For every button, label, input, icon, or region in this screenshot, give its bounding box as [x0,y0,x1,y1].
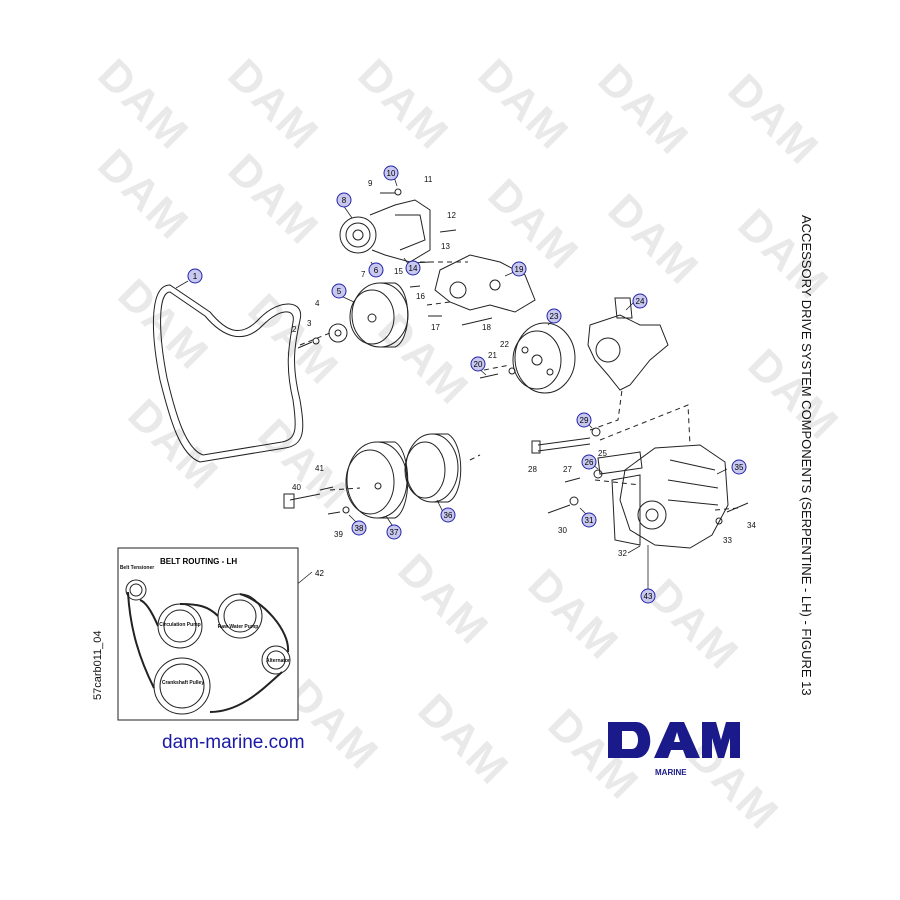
callout-34: 34 [747,521,756,530]
callout-3: 3 [307,319,312,328]
svg-text:31: 31 [585,516,594,525]
callout-4: 4 [315,299,320,308]
label-belt-tensioner: Belt Tensioner [120,565,154,571]
callout-30: 30 [558,526,567,535]
callout-35: 35 [731,459,747,475]
callout-37: 37 [386,524,402,540]
inset-ref: 42 [315,569,324,578]
callout-10: 10 [383,165,399,181]
svg-text:20: 20 [474,360,483,369]
callout-16: 16 [416,292,425,301]
serpentine-belt [153,284,304,463]
callout-22: 22 [500,340,509,349]
svg-text:35: 35 [735,463,744,472]
callout-33: 33 [723,536,732,545]
callout-13: 13 [441,242,450,251]
circled-callouts: 1 5 6 8 10 14 19 20 23 24 26 29 31 35 36… [187,165,747,604]
callout-9: 9 [368,179,373,188]
callout-24: 24 [632,293,648,309]
svg-text:36: 36 [444,511,453,520]
dam-logo [608,722,740,758]
callout-12: 12 [447,211,456,220]
svg-text:14: 14 [409,264,418,273]
callout-7: 7 [361,270,366,279]
callout-1: 1 [187,268,203,284]
svg-text:23: 23 [550,312,559,321]
leader-lines [175,173,728,601]
svg-text:1: 1 [193,272,198,281]
callout-43: 43 [640,588,656,604]
label-alternator: Alternator [266,658,290,664]
callout-32: 32 [618,549,627,558]
belt-routing-inset: BELT ROUTING - LH 42 Belt Tensioner Circ… [117,547,324,721]
callout-28: 28 [528,465,537,474]
callout-5: 5 [331,283,347,299]
logo-subtitle: MARINE [655,768,687,777]
callout-11: 11 [424,175,433,184]
svg-text:43: 43 [644,592,653,601]
alignment-lines [299,261,739,511]
plain-callouts: 2 3 4 7 9 11 12 13 15 16 17 18 21 22 25 … [292,175,756,558]
callout-38: 38 [351,520,367,536]
svg-text:19: 19 [515,265,524,274]
callout-36: 36 [440,507,456,523]
pulley-23 [512,322,576,394]
callout-26: 26 [581,454,597,470]
callout-2: 2 [292,325,297,334]
svg-text:37: 37 [390,528,399,537]
svg-text:26: 26 [585,458,594,467]
drawing-id: 57carb011_04 [92,630,104,700]
callout-27: 27 [563,465,572,474]
svg-text:10: 10 [387,169,396,178]
callout-17: 17 [431,323,440,332]
label-raw-water-pump: Raw Water Pump [218,624,259,630]
svg-text:29: 29 [580,416,589,425]
callout-15: 15 [394,267,403,276]
svg-text:38: 38 [355,524,364,533]
callout-21: 21 [488,351,497,360]
svg-text:24: 24 [636,297,645,306]
crankshaft-pulley [345,433,462,519]
callout-18: 18 [482,323,491,332]
label-crankshaft-pulley: Crankshaft Pulley [162,680,204,686]
callout-41: 41 [315,464,324,473]
raw-water-pump [587,297,669,391]
callout-8: 8 [336,192,352,208]
website-link[interactable]: dam-marine.com [162,732,305,753]
label-circulation-pump: Circulation Pump [159,622,200,628]
alternator [611,444,729,549]
figure-title: ACCESSORY DRIVE SYSTEM COMPONENTS (SERPE… [799,215,814,696]
circulation-pump-housing [434,254,536,313]
callout-23: 23 [546,308,562,324]
alternator-bracket [531,437,643,475]
callout-31: 31 [581,512,597,528]
callout-19: 19 [511,261,527,277]
callout-40: 40 [292,483,301,492]
svg-text:5: 5 [337,287,342,296]
callout-29: 29 [576,412,592,428]
callout-20: 20 [470,356,486,372]
fasteners [283,188,749,525]
callout-25: 25 [598,449,607,458]
inset-title: BELT ROUTING - LH [160,557,237,566]
callout-14: 14 [405,260,421,276]
svg-text:8: 8 [342,196,347,205]
belt-tensioner [339,199,431,263]
callout-39: 39 [334,530,343,539]
svg-text:6: 6 [374,266,379,275]
callout-6: 6 [368,262,384,278]
